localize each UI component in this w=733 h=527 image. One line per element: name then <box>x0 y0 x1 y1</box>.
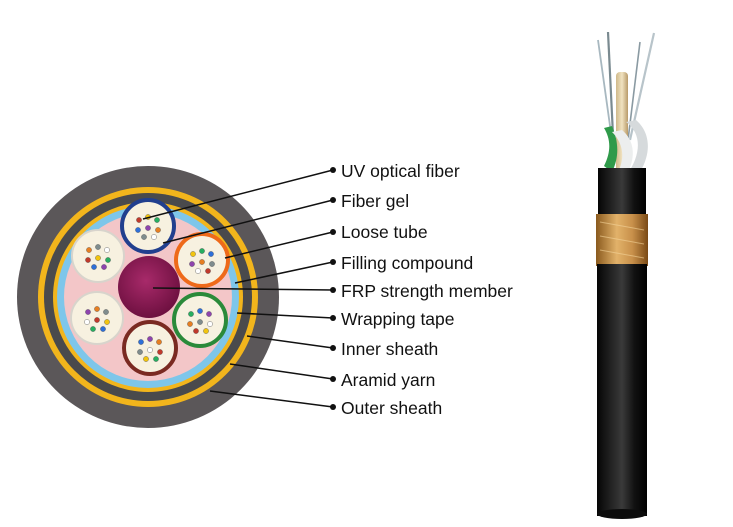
optical-fiber <box>199 248 205 254</box>
optical-fiber <box>195 268 201 274</box>
optical-fiber <box>103 309 109 315</box>
label-uv-optical-fiber: UV optical fiber <box>341 161 460 181</box>
label-aramid-yarn: Aramid yarn <box>341 370 435 390</box>
optical-fiber <box>147 347 153 353</box>
optical-fiber <box>95 244 101 250</box>
optical-fiber <box>137 349 143 355</box>
leader-wrapping-tape <box>236 312 334 319</box>
optical-fiber <box>90 326 96 332</box>
optical-fiber <box>199 259 205 265</box>
cross-section <box>17 166 279 428</box>
fiber-strand <box>597 39 613 141</box>
label-frp-strength-member: FRP strength member <box>341 281 513 301</box>
optical-fiber <box>85 257 91 263</box>
optical-fiber <box>209 261 215 267</box>
optical-fiber <box>188 311 194 317</box>
labels: UV optical fiber Fiber gel Loose tube Fi… <box>341 161 513 418</box>
optical-fiber <box>151 234 157 240</box>
leader-outer-sheath <box>209 390 334 408</box>
cable-side-view <box>596 31 656 519</box>
optical-fiber <box>189 261 195 267</box>
inner-sheath-section <box>598 168 646 216</box>
aramid-texture <box>599 221 645 259</box>
leader-dots <box>330 167 336 410</box>
loose-tubes <box>70 198 230 376</box>
optical-fiber <box>206 311 212 317</box>
optical-fiber <box>104 247 110 253</box>
optical-fiber <box>155 227 161 233</box>
leader-lines <box>142 169 334 408</box>
optical-fiber <box>197 319 203 325</box>
optical-fiber <box>193 328 199 334</box>
optical-fiber <box>205 268 211 274</box>
label-wrapping-tape: Wrapping tape <box>341 309 455 329</box>
optical-fiber <box>203 328 209 334</box>
leader-frp <box>152 287 334 291</box>
optical-fiber <box>154 217 160 223</box>
optical-fiber <box>187 321 193 327</box>
optical-fiber <box>197 308 203 314</box>
optical-fiber <box>85 309 91 315</box>
optical-fiber <box>143 356 149 362</box>
leader-inner-sheath <box>246 335 334 349</box>
label-filling-compound: Filling compound <box>341 253 473 273</box>
leader-filling-compound <box>234 261 334 284</box>
stranded-tube-white <box>626 120 648 172</box>
optical-fiber <box>145 225 151 231</box>
optical-fiber <box>135 227 141 233</box>
optical-fiber <box>141 234 147 240</box>
leader-aramid-yarn <box>229 363 334 380</box>
optical-fiber <box>153 356 159 362</box>
frp-strength-member <box>118 256 180 318</box>
optical-fiber <box>156 339 162 345</box>
optical-fiber <box>86 247 92 253</box>
leader-loose-tube <box>224 231 334 259</box>
optical-fiber <box>190 251 196 257</box>
optical-fiber <box>84 319 90 325</box>
label-fiber-gel: Fiber gel <box>341 191 409 211</box>
optical-fiber <box>207 321 213 327</box>
optical-fiber <box>138 339 144 345</box>
optical-fiber <box>147 336 153 342</box>
outer-jacket-section <box>597 264 647 516</box>
label-loose-tube: Loose tube <box>341 222 428 242</box>
label-outer-sheath: Outer sheath <box>341 398 442 418</box>
label-inner-sheath: Inner sheath <box>341 339 438 359</box>
stranded-tube-green <box>604 126 618 172</box>
optical-fiber <box>136 217 142 223</box>
leader-fiber-gel <box>162 199 334 244</box>
optical-fiber <box>104 319 110 325</box>
optical-fiber <box>94 317 100 323</box>
stranded-tube-white <box>612 130 633 172</box>
fiber-strand <box>606 31 615 136</box>
optical-fiber <box>100 326 106 332</box>
optical-fiber <box>157 349 163 355</box>
optical-fiber <box>101 264 107 270</box>
optical-fiber <box>95 255 101 261</box>
optical-fiber <box>105 257 111 263</box>
leader-uv-fiber <box>142 169 334 220</box>
optical-fiber <box>91 264 97 270</box>
outer-jacket-end <box>597 509 647 519</box>
optical-fiber <box>208 251 214 257</box>
optical-fiber <box>94 306 100 312</box>
